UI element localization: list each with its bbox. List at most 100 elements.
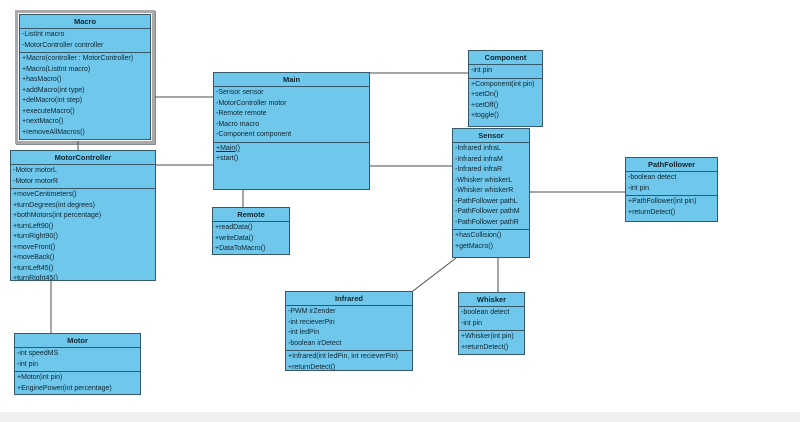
uml-member-row: -Sensor sensor [216, 89, 264, 96]
class-title: MotorController [11, 151, 155, 165]
methods-compartment: +hasCollision() +getMacro() [453, 230, 529, 257]
class-box-sensor[interactable]: Sensor -Infrared infraL-Infrared infraM-… [452, 128, 530, 258]
uml-member-row: +start() [216, 155, 239, 162]
uml-member-row: -int speedMS [17, 350, 59, 357]
methods-compartment: +Infrared(int ledPin, int recieverPin) +r… [286, 351, 412, 370]
methods-compartment: +Component(int pin) +setOn() +setOff() +tog… [469, 79, 542, 127]
uml-member-row: -boolean detect [628, 174, 677, 181]
uml-member-row: +addMacro(int type) [22, 86, 85, 94]
class-box-motorcontroller[interactable]: MotorController -Motor motorL-Motor moto… [10, 150, 156, 281]
uml-member-row: +Macro(controller : MotorController) [22, 55, 134, 62]
uml-member-row: -int pin [17, 360, 39, 368]
attributes-compartment: -Sensor sensor -MotorController motor -Rem… [214, 87, 369, 143]
attributes-compartment: -boolean detect-int pin [626, 172, 717, 196]
uml-member-row: -int recieverPin [288, 318, 335, 326]
uml-member-row: -Remote remote [216, 110, 267, 117]
uml-member-row: +toggle() [471, 112, 499, 119]
uml-member-row: -Component component [216, 131, 292, 138]
uml-member-row: -Motor motorL [13, 167, 57, 174]
uml-member-row: -Infrared infraR [455, 166, 503, 173]
class-title: Main [214, 73, 369, 87]
class-box-pathfollower[interactable]: PathFollower -boolean detect-int pin +Pa… [625, 157, 718, 222]
methods-compartment: +Motor(int pin) +EnginePower(int percenta… [15, 372, 140, 394]
uml-member-row: +setOff() [471, 101, 499, 109]
attributes-compartment: -ListInt macro -MotorController controlle… [20, 29, 150, 53]
uml-member-row: -boolean detect [461, 309, 510, 316]
methods-compartment: +Main() +start() [214, 143, 369, 190]
class-title: Remote [213, 208, 289, 222]
uml-member-row: +moveBack() [13, 254, 55, 261]
uml-member-row: +returnDetect() [628, 208, 676, 216]
uml-member-row: +Main() [216, 144, 240, 152]
uml-member-row: +delMacro(int step) [22, 97, 83, 104]
class-title: Whisker [459, 293, 524, 307]
attributes-compartment: -PWM irZender-int recieverPin-int ledPin… [286, 306, 412, 351]
class-box-motor[interactable]: Motor -int speedMS -int pin +Motor(int pi… [14, 333, 141, 395]
uml-member-row: -Whisker whiskerR [455, 187, 514, 194]
uml-member-row: +getMacro() [455, 242, 493, 250]
class-title: Infrared [286, 292, 412, 306]
attributes-compartment: -int pin [469, 65, 542, 79]
class-box-component[interactable]: Component -int pin +Component(int pin) +s… [468, 50, 543, 127]
uml-member-row: +PathFollower(int pin) [628, 198, 697, 205]
uml-member-row: +readData() [215, 224, 253, 231]
uml-member-row: -PathFollower pathL [455, 197, 518, 205]
methods-compartment: +moveCentimeters() +turnDegrees(int degre… [11, 189, 155, 280]
class-box-infrared[interactable]: Infrared -PWM irZender-int recieverPin-i… [285, 291, 413, 371]
attributes-compartment: -int speedMS -int pin [15, 348, 140, 372]
uml-member-row: +Infrared(int ledPin, int recieverPin) [288, 353, 398, 360]
attributes-compartment: -Motor motorL -Motor motorR [11, 165, 155, 189]
class-box-whisker[interactable]: Whisker -boolean detect-int pin +Whisker… [458, 292, 525, 355]
attributes-compartment: -boolean detect-int pin [459, 307, 524, 331]
class-box-remote[interactable]: Remote +readData() +writeData() +DataToMac… [212, 207, 290, 255]
uml-member-row: +turnLeft45() [13, 264, 54, 272]
uml-member-row: +turnDegrees(int degrees) [13, 201, 95, 209]
uml-member-row: +turnRight45() [13, 275, 58, 280]
uml-member-row: -Infrared infraL [455, 145, 501, 152]
class-title: Motor [15, 334, 140, 348]
uml-member-row: +bothMotors(int percentage) [13, 212, 102, 219]
uml-member-row: +hasMacro() [22, 76, 62, 83]
class-title: Sensor [453, 129, 529, 143]
uml-member-row: -PathFollower pathM [455, 208, 520, 215]
uml-member-row: -Macro macro [216, 120, 260, 128]
class-title: Component [469, 51, 542, 65]
uml-member-row: -MotorController controller [22, 41, 104, 49]
uml-member-row: -PathFollower pathR [455, 218, 519, 226]
uml-member-row: +Whisker(int pin) [461, 333, 514, 340]
uml-member-row: +EnginePower(int percentage) [17, 384, 112, 392]
uml-member-row: +returnDetect() [461, 343, 509, 351]
uml-member-row: +setOn() [471, 91, 499, 98]
uml-member-row: +moveFront() [13, 243, 56, 251]
uml-member-row: +writeData() [215, 234, 254, 242]
uml-member-row: +DataToMacro() [215, 245, 266, 252]
uml-member-row: +executeMacro() [22, 107, 75, 115]
methods-compartment: +Whisker(int pin) +returnDetect() [459, 331, 524, 354]
uml-member-row: +Component(int pin) [471, 80, 535, 88]
canvas-edge [0, 412, 800, 422]
uml-member-row: -MotorController motor [216, 99, 287, 107]
uml-member-row: +nextMacro() [22, 118, 64, 125]
uml-member-row: -boolean irDetect [288, 339, 342, 347]
uml-member-row: -Infrared infraM [455, 155, 503, 163]
methods-compartment: +PathFollower(int pin) +returnDetect() [626, 196, 717, 221]
uml-member-row: +turnLeft90() [13, 222, 54, 230]
uml-member-row: +turnRight90() [13, 233, 58, 240]
uml-member-row: -Whisker whiskerL [455, 176, 513, 184]
uml-member-row: +removeAllMacros() [22, 128, 85, 136]
class-box-main[interactable]: Main -Sensor sensor -MotorController moto… [213, 72, 370, 190]
class-title: Macro [20, 15, 150, 29]
class-box-macro[interactable]: Macro -ListInt macro -MotorController con… [19, 14, 151, 140]
uml-member-row: +returnDetect() [288, 363, 336, 371]
uml-member-row: +Macro(ListInt macro) [22, 65, 91, 73]
attributes-compartment: -Infrared infraL -Infrared infraM -Infrare… [453, 143, 529, 230]
uml-member-row: -ListInt macro [22, 31, 65, 38]
connector-sensor-infrared[interactable] [412, 257, 457, 292]
uml-member-row: +moveCentimeters() [13, 191, 77, 198]
uml-member-row: +Motor(int pin) [17, 374, 63, 381]
uml-member-row: -Motor motorR [13, 177, 59, 185]
methods-compartment: +Macro(controller : MotorController) +Mac… [20, 53, 150, 139]
uml-member-row: +hasCollision() [455, 232, 502, 239]
uml-member-row: -PWM irZender [288, 308, 336, 315]
